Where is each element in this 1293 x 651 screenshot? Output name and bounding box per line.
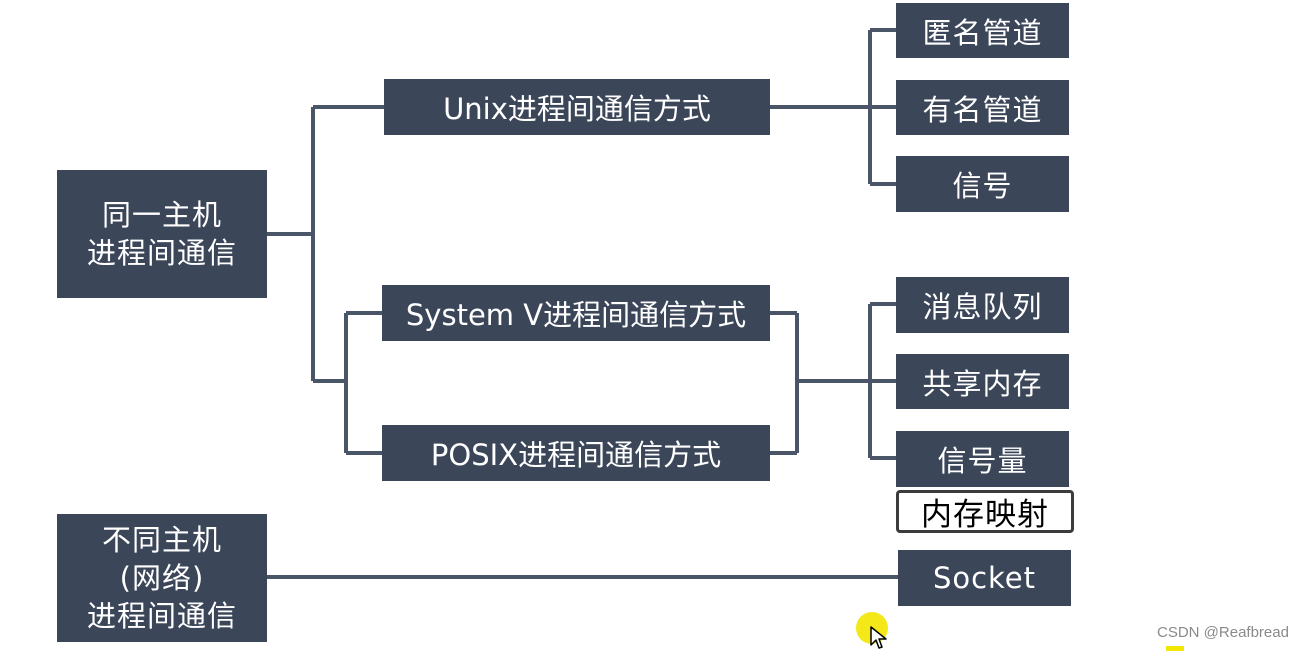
node-named-pipe-label: 有名管道 [922,92,1043,127]
node-anonymous-pipe: 匿名管道 [896,3,1069,58]
node-semaphore-label: 信号量 [937,444,1028,478]
highlight-mark [1166,646,1184,651]
node-message-queue-label: 消息队列 [922,290,1043,324]
node-posix-ipc-label: POSIX进程间通信方式 [430,438,722,472]
node-memory-mapping: 内存映射 [896,490,1074,533]
node-different-host-line3: 进程间通信 [86,599,237,633]
node-same-host-line2: 进程间通信 [86,236,237,270]
node-memory-mapping-label: 内存映射 [921,497,1049,533]
node-unix-ipc-label: Unix进程间通信方式 [443,92,711,126]
node-system-v-ipc-label: System V进程间通信方式 [405,298,747,332]
node-different-host-line1: 不同主机 [101,523,222,557]
node-signal: 信号 [896,156,1069,212]
node-system-v-ipc: System V进程间通信方式 [382,285,770,341]
node-shared-memory: 共享内存 [896,354,1069,409]
node-socket: Socket [898,550,1071,606]
node-message-queue: 消息队列 [896,277,1069,333]
node-socket-label: Socket [932,561,1037,595]
node-named-pipe: 有名管道 [896,80,1069,135]
node-shared-memory-label: 共享内存 [922,366,1043,401]
node-same-host: 同一主机 进程间通信 [57,170,267,298]
node-posix-ipc: POSIX进程间通信方式 [382,425,770,481]
node-same-host-line1: 同一主机 [101,198,222,232]
node-different-host: 不同主机 (网络) 进程间通信 [57,514,267,642]
node-different-host-line2: (网络) [119,561,205,595]
mouse-pointer-icon [870,626,887,649]
node-unix-ipc: Unix进程间通信方式 [384,79,770,135]
watermark: CSDN @Reafbread [1157,624,1289,641]
node-semaphore: 信号量 [896,431,1069,487]
node-signal-label: 信号 [952,169,1013,203]
node-anonymous-pipe-label: 匿名管道 [922,15,1043,50]
